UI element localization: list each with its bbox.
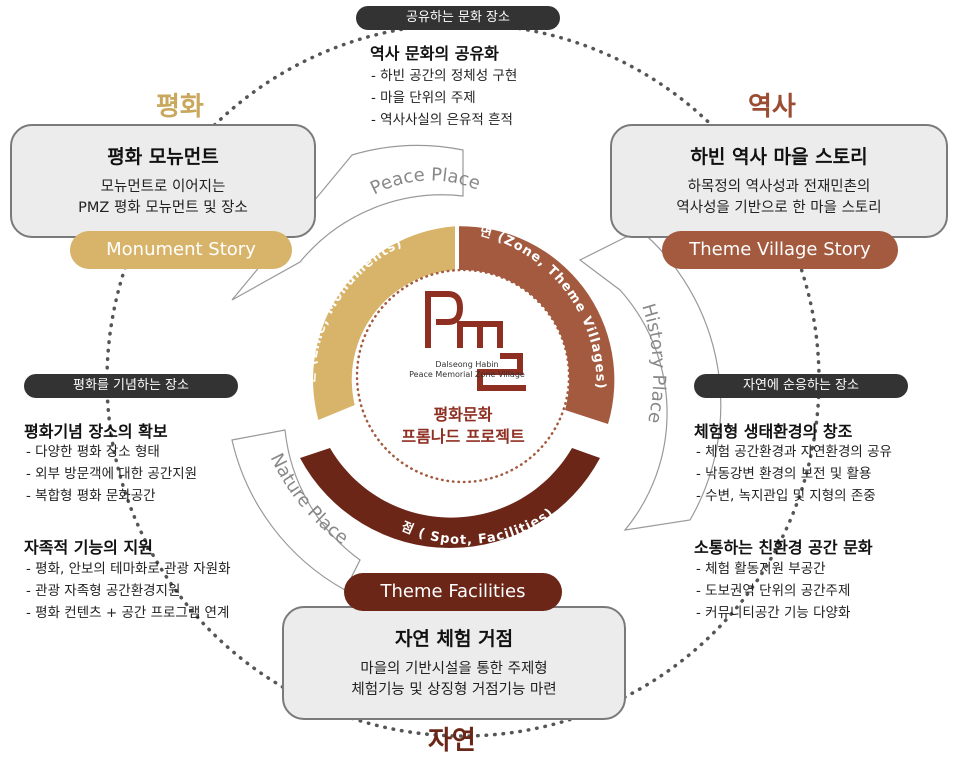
list-item: 낙동강변 환경의 보전 및 활용	[696, 463, 892, 485]
theme-village-story-tag: Theme Village Story	[662, 231, 898, 269]
list-item: 다양한 평화 장소 형태	[26, 441, 197, 463]
theme-nature: 자연	[428, 726, 476, 756]
right-list-1: 체험 공간환경과 자연환경의 공유 낙동강변 환경의 보전 및 활용 수변, 녹…	[696, 441, 892, 507]
list-item: 마을 단위의 주제	[371, 87, 517, 109]
pmz-logo	[425, 291, 526, 391]
nature-title: 자연 체험 거점	[394, 628, 514, 650]
monument-story-tag: Monument Story	[70, 231, 292, 269]
list-item: 체험 활동지원 부공간	[696, 558, 850, 580]
logo-sub2: Peace Memorial Zone Village	[409, 370, 525, 379]
left-pill: 평화를 기념하는 장소	[24, 374, 238, 398]
list-item: 외부 방문객에 대한 공간지원	[26, 463, 197, 485]
monument-box: 평화 모뉴먼트 모뉴먼트로 이어지는 PMZ 평화 모뉴먼트 및 장소	[10, 124, 316, 238]
inner-dotted-circle	[355, 268, 571, 484]
left-heading-2: 자족적 기능의 지원	[24, 538, 153, 557]
right-pill: 자연에 순응하는 장소	[694, 374, 908, 398]
list-item: 평화, 안보의 테마화로 관광 자원화	[26, 558, 230, 580]
list-item: 복합형 평화 문화공간	[26, 485, 197, 507]
list-item: 역사사실의 은유적 흔적	[371, 109, 517, 131]
nature-box: 자연 체험 거점 마을의 기반시설을 통한 주제형 체험기능 및 상징형 거점기…	[282, 606, 626, 720]
segment-spot	[300, 448, 600, 548]
list-item: 도보권역 단위의 공간주제	[696, 580, 850, 602]
center-title-line2: 프롬나드 프로젝트	[401, 427, 525, 446]
right-list-2: 체험 활동지원 부공간 도보권역 단위의 공간주제 커뮤니티공간 기능 다양화	[696, 558, 850, 624]
logo-sub1: Dalseong Habin	[435, 360, 499, 369]
list-item: 관광 자족형 공간환경지원	[26, 580, 231, 602]
monument-title: 평화 모뉴먼트	[107, 146, 219, 168]
segment-line	[313, 226, 455, 420]
left-heading-1: 평화기념 장소의 확보	[24, 422, 168, 441]
top-list: 하빈 공간의 정체성 구현 마을 단위의 주제 역사사실의 은유적 흔적	[371, 65, 517, 131]
center-title-line1: 평화문화	[433, 405, 493, 424]
desc-line: 하목정의 역사성과 전재민촌의	[687, 179, 871, 195]
desc-line: PMZ 평화 모뉴먼트 및 장소	[78, 200, 248, 216]
list-item: 수변, 녹지관입 및 지형의 존중	[696, 485, 892, 507]
village-desc: 하목정의 역사성과 전재민촌의 역사성을 기반으로 한 마을 스토리	[612, 177, 946, 219]
center-title: 평화문화 프롬나드 프로젝트	[383, 404, 543, 448]
theme-facilities-tag: Theme Facilities	[344, 573, 562, 611]
village-title: 하빈 역사 마을 스토리	[690, 146, 868, 168]
list-item: 평화 컨텐츠 + 공간 프로그램 연계	[26, 602, 231, 624]
village-box: 하빈 역사 마을 스토리 하목정의 역사성과 전재민촌의 역사성을 기반으로 한…	[610, 124, 948, 238]
left-list-1: 다양한 평화 장소 형태 외부 방문객에 대한 공간지원 복합형 평화 문화공간	[26, 441, 197, 507]
list-item: 커뮤니티공간 기능 다양화	[696, 602, 850, 624]
desc-line: 체험기능 및 상징형 거점기능 마련	[351, 682, 557, 698]
logo-caption: Dalseong Habin Peace Memorial Zone Villa…	[392, 360, 542, 380]
monument-desc: 모뉴먼트로 이어지는 PMZ 평화 모뉴먼트 및 장소	[12, 177, 314, 219]
theme-peace: 평화	[156, 92, 204, 122]
list-item: 하빈 공간의 정체성 구현	[371, 65, 517, 87]
desc-line: 마을의 기반시설을 통한 주제형	[360, 661, 548, 677]
right-heading-1: 체험형 생태환경의 창조	[694, 422, 853, 441]
list-item: 체험 공간환경과 자연환경의 공유	[696, 441, 892, 463]
nature-desc: 마을의 기반시설을 통한 주제형 체험기능 및 상징형 거점기능 마련	[284, 659, 624, 701]
right-heading-2: 소통하는 친환경 공간 문화	[694, 538, 873, 557]
top-pill: 공유하는 문화 장소	[356, 6, 560, 30]
desc-line: 역사성을 기반으로 한 마을 스토리	[676, 200, 882, 216]
theme-history: 역사	[748, 92, 796, 122]
top-heading: 역사 문화의 공유화	[370, 44, 499, 63]
desc-line: 모뉴먼트로 이어지는	[100, 179, 226, 195]
left-list-2: 평화, 안보의 테마화로 관광 자원화 관광 자족형 공간환경지원 평화 컨텐츠…	[26, 558, 231, 624]
